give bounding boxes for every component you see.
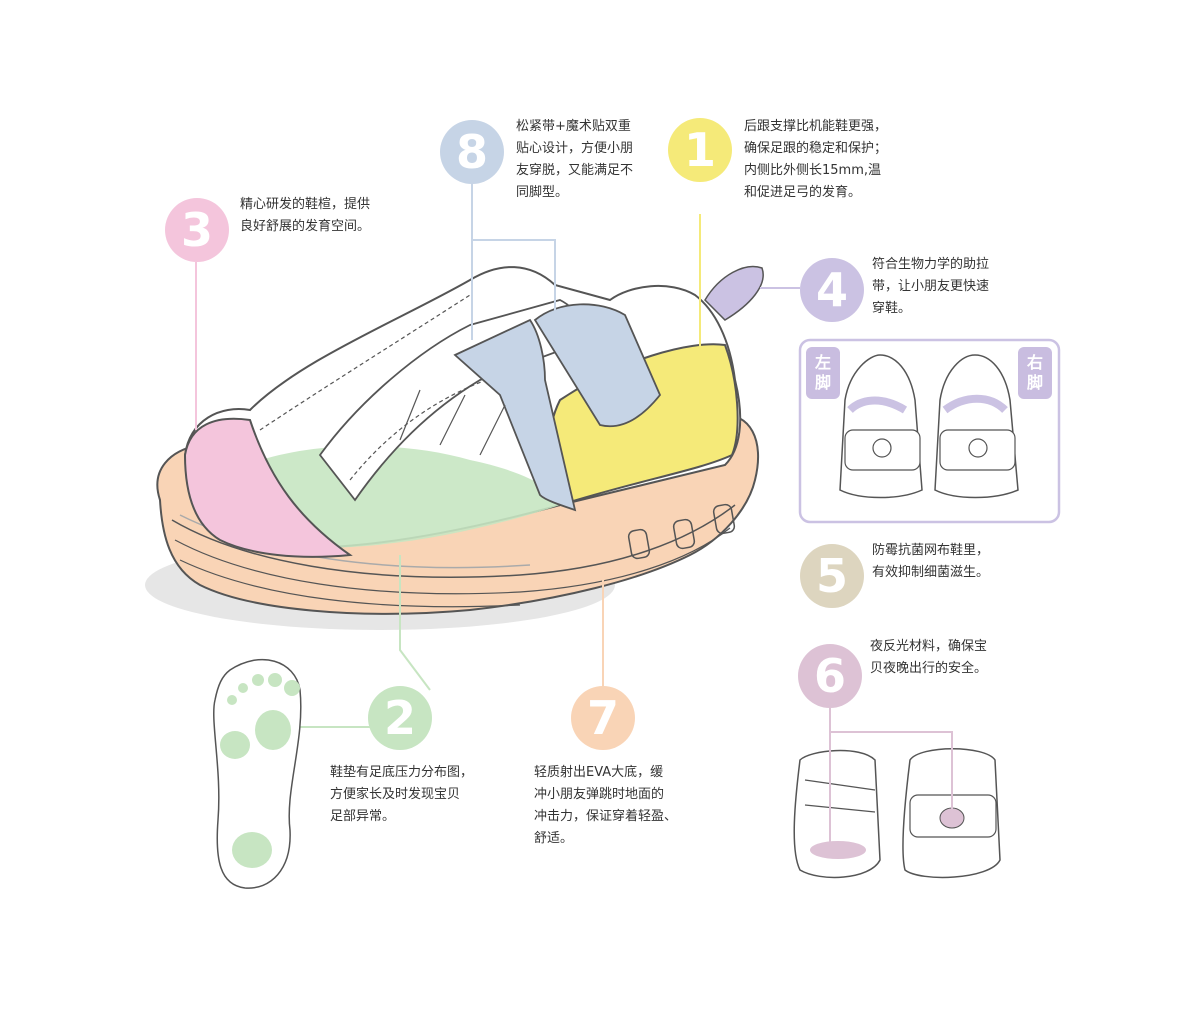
feature-badge-1: 1 [668,118,732,182]
feature-text-7: 轻质射出EVA大底，缓 冲小朋友弹跳时地面的 冲击力，保证穿着轻盈、 舒适。 [534,765,678,846]
feature-badge-6: 6 [798,644,862,708]
sole-vent [627,528,651,560]
feature-text-5: 防霉抗菌网布鞋里， 有效抑制细菌滋生。 [872,543,990,580]
feature-text-1: 后跟支撑比机能鞋更强， 确保足跟的稳定和保护； 内侧比外侧长15mm,温 和促进… [744,119,888,200]
feature-badge-8: 8 [440,120,504,184]
velcro-strap [453,318,577,512]
feature-badge-7: 7 [571,686,635,750]
feature-text-2: 鞋垫有足底压力分布图， 方便家长及时发现宝贝 足部异常。 [330,765,474,824]
pull-tab-detail-box [798,338,1061,524]
feature-badge-5: 5 [800,544,864,608]
feature-badge-2: 2 [368,686,432,750]
feature-badge-4: 4 [800,258,864,322]
left-shoe-rear [839,354,923,499]
left-foot-tag: 左 脚 [806,347,840,399]
mesh-lining [235,446,560,548]
reflective-front-shoe [793,749,881,879]
reflective-rear-shoe [902,748,1001,879]
feature-text-3: 精心研发的鞋楦，提供 良好舒展的发育空间。 [240,197,371,234]
insole [213,658,302,889]
feature-text-4: 符合生物力学的助拉 带，让小朋友更快速 穿鞋。 [872,257,990,316]
toe-cap [183,417,353,558]
feature-text-8: 松紧带+魔术贴双重 贴心设计，方便小朋 友穿脱，又能满足不 同脚型。 [516,119,634,200]
sole-vent [712,503,736,535]
right-foot-tag: 右 脚 [1018,347,1052,399]
feature-badge-3: 3 [165,198,229,262]
feature-text-6: 夜反光材料，确保宝 贝夜晚出行的安全。 [870,639,988,676]
sole-vent [672,518,696,550]
pull-tab [704,265,764,321]
velcro-tab [533,303,662,428]
right-shoe-rear [934,354,1019,499]
